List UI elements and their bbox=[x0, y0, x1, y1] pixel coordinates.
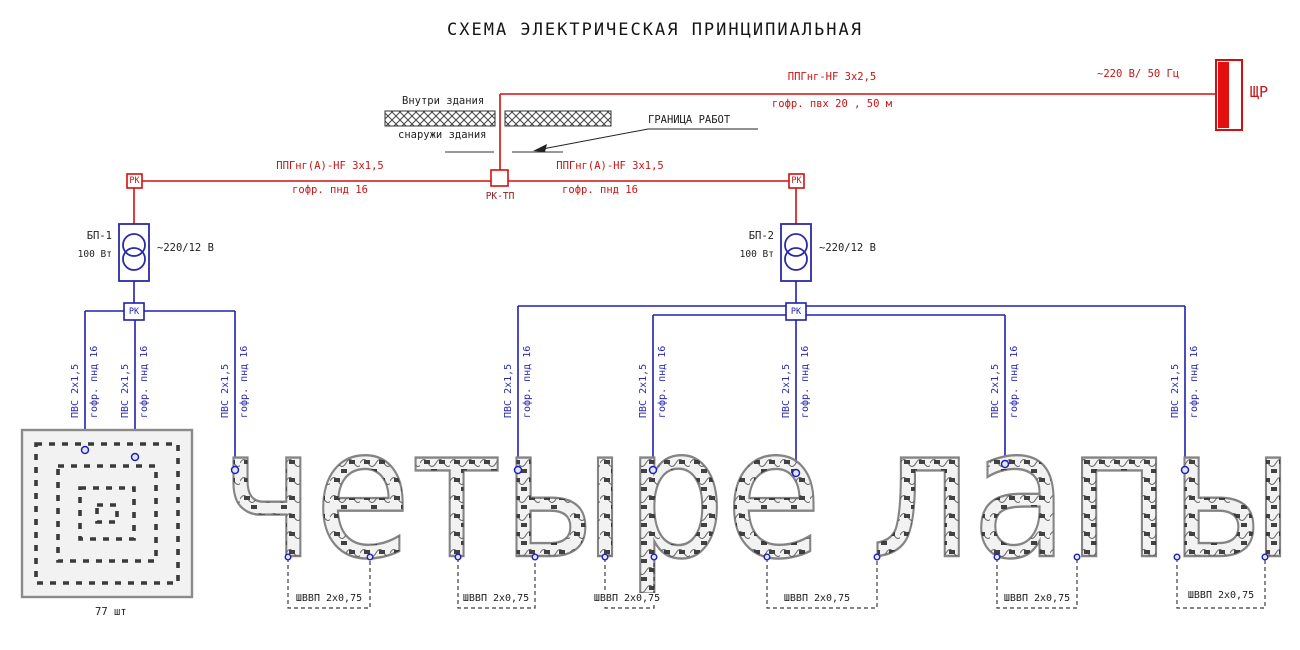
psu2-power: 100 Вт bbox=[739, 249, 774, 260]
drop5-conduit-label: гофр. пнд 16 bbox=[657, 345, 668, 418]
feeder-right-cable-label: ППГнг(А)-HF 3х1,5 bbox=[556, 160, 664, 172]
feed-terminals bbox=[80, 445, 1190, 478]
logo-module-field bbox=[20, 428, 194, 599]
feeder-left-conduit-label: гофр. пнд 16 bbox=[292, 184, 368, 196]
drop1-cable-label: ПВС 2х1,5 bbox=[70, 363, 81, 418]
red-rk-boxes bbox=[126, 169, 805, 189]
rk-box-right-blue-label: РК bbox=[790, 307, 802, 317]
jumper5-label: ШВВП 2х0,75 bbox=[1000, 593, 1074, 604]
drop4-cable-label: ПВС 2х1,5 bbox=[503, 363, 514, 418]
sign-text-led-modules: четыре лапы bbox=[222, 390, 1294, 599]
supply-cable-label: ППГнг-HF 3х2,5 bbox=[787, 71, 877, 83]
rk-box-left-red-label: РК bbox=[129, 176, 140, 186]
drop4-conduit-label: гофр. пнд 16 bbox=[522, 345, 533, 418]
drop1-conduit-label: гофр. пнд 16 bbox=[89, 345, 100, 418]
work-boundary-marks bbox=[445, 128, 758, 153]
psu1-power: 100 Вт bbox=[77, 249, 112, 260]
psu2-ratio: ~220/12 В bbox=[819, 242, 876, 254]
shchr-panel-symbol bbox=[1215, 59, 1243, 131]
psu2-name: БП-2 bbox=[748, 230, 774, 242]
sign-letters: четыре лапы четыре лапы bbox=[221, 389, 1295, 600]
supply-voltage-label: ~220 В/ 50 Гц bbox=[1097, 68, 1180, 80]
junction-box-label: РК-ТП bbox=[485, 191, 515, 202]
drop6-conduit-label: гофр. пнд 16 bbox=[800, 345, 811, 418]
work-boundary-label: ГРАНИЦА РАБОТ bbox=[648, 114, 731, 126]
drop3-cable-label: ПВС 2х1,5 bbox=[220, 363, 231, 418]
drop3-conduit-label: гофр. пнд 16 bbox=[239, 345, 250, 418]
jumper-terminals bbox=[284, 553, 1269, 561]
rk-box-left-blue-label: РК bbox=[128, 307, 140, 317]
inside-building-label: Внутри здания bbox=[402, 95, 485, 107]
blue-rk-boxes bbox=[123, 302, 807, 321]
red-supply-lines bbox=[133, 93, 1216, 224]
jumper4-label: ШВВП 2х0,75 bbox=[780, 593, 854, 604]
drop7-cable-label: ПВС 2х1,5 bbox=[990, 363, 1001, 418]
jumper2-label: ШВВП 2х0,75 bbox=[459, 593, 533, 604]
jumper3-label: ШВВП 2х0,75 bbox=[590, 593, 664, 604]
shchr-panel-label: ЩР bbox=[1250, 83, 1269, 101]
outside-building-label: снаружи здания bbox=[398, 129, 487, 141]
psu1-ratio: ~220/12 В bbox=[157, 242, 214, 254]
sign-text-outline: четыре лапы bbox=[222, 390, 1294, 599]
blue-12v-lines bbox=[84, 281, 1186, 471]
psu-symbols bbox=[118, 223, 812, 282]
drop5-cable-label: ПВС 2х1,5 bbox=[638, 363, 649, 418]
supply-conduit-label: гофр. пвх 20 , 50 м bbox=[771, 98, 893, 110]
jumper-cables bbox=[287, 558, 1266, 609]
drop8-cable-label: ПВС 2х1,5 bbox=[1170, 363, 1181, 418]
feeder-right-conduit-label: гофр. пнд 16 bbox=[562, 184, 638, 196]
feeder-left-cable-label: ППГнг(А)-HF 3х1,5 bbox=[276, 160, 384, 172]
drop7-conduit-label: гофр. пнд 16 bbox=[1009, 345, 1020, 418]
drop2-conduit-label: гофр. пнд 16 bbox=[139, 345, 150, 418]
rk-box-right-red-label: РК bbox=[791, 176, 802, 186]
logo-modules-count: 77 шт bbox=[95, 606, 127, 618]
building-wall bbox=[384, 110, 612, 127]
drop8-conduit-label: гофр. пнд 16 bbox=[1189, 345, 1200, 418]
jumper6-label: ШВВП 2х0,75 bbox=[1184, 590, 1258, 601]
page-title: СХЕМА ЭЛЕКТРИЧЕСКАЯ ПРИНЦИПИАЛЬНАЯ bbox=[447, 20, 863, 40]
psu1-name: БП-1 bbox=[86, 230, 112, 242]
jumper1-label: ШВВП 2х0,75 bbox=[292, 593, 366, 604]
drop2-cable-label: ПВС 2х1,5 bbox=[120, 363, 131, 418]
drop6-cable-label: ПВС 2х1,5 bbox=[781, 363, 792, 418]
